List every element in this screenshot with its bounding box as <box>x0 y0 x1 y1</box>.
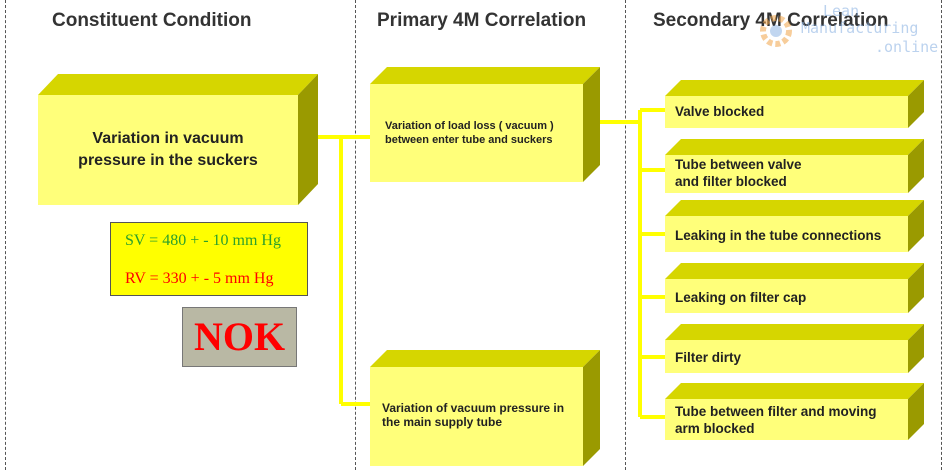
secondary-box-5 <box>665 324 924 373</box>
primary-box-1 <box>370 67 600 182</box>
connectors <box>298 108 665 419</box>
primary-box-2 <box>370 350 600 466</box>
header-primary-4m: Primary 4M Correlation <box>377 10 587 31</box>
status-nok-badge: NOK <box>182 307 297 367</box>
secondary-box-3 <box>665 200 924 252</box>
secondary-item-4: Leaking on filter cap <box>675 290 807 305</box>
watermark-line-3: .online <box>875 38 939 56</box>
secondary-box-1 <box>665 80 924 128</box>
header-secondary-4m: Secondary 4M Correlation <box>653 10 889 31</box>
sv-value: SV = 480 + - 10 mm Hg <box>125 232 281 249</box>
secondary-box-4 <box>665 263 924 313</box>
column-divider-2 <box>625 0 626 470</box>
secondary-item-2: Tube between valve and filter blocked <box>675 157 802 189</box>
primary-item-2: Variation of vacuum pressure in the main… <box>382 401 565 429</box>
secondary-box-2 <box>665 139 924 193</box>
secondary-item-3: Leaking in the tube connections <box>675 228 882 243</box>
watermark-logo: Lean Manufacturing .online <box>755 2 945 64</box>
spec-values-box: SV = 480 + - 10 mm Hg RV = 330 + - 5 mm … <box>110 222 308 296</box>
column-divider-right <box>941 0 942 470</box>
header-constituent-condition: Constituent Condition <box>52 10 252 31</box>
secondary-box-6 <box>665 383 924 440</box>
constituent-box <box>38 74 318 205</box>
gear-icon <box>760 15 792 47</box>
column-divider-1 <box>355 0 356 470</box>
secondary-item-6: Tube between filter and moving arm block… <box>675 404 877 436</box>
watermark-line-2: Manufacturing <box>801 19 919 37</box>
secondary-item-1: Valve blocked <box>675 104 765 119</box>
rv-value: RV = 330 + - 5 mm Hg <box>125 270 274 287</box>
secondary-item-5: Filter dirty <box>675 350 742 365</box>
primary-item-1: Variation of load loss ( vacuum ) betwee… <box>385 120 554 146</box>
column-divider-left <box>5 0 6 470</box>
watermark-line-1: Lean <box>823 2 860 20</box>
constituent-condition-text: Variation in vacuum pressure in the suck… <box>78 130 258 169</box>
